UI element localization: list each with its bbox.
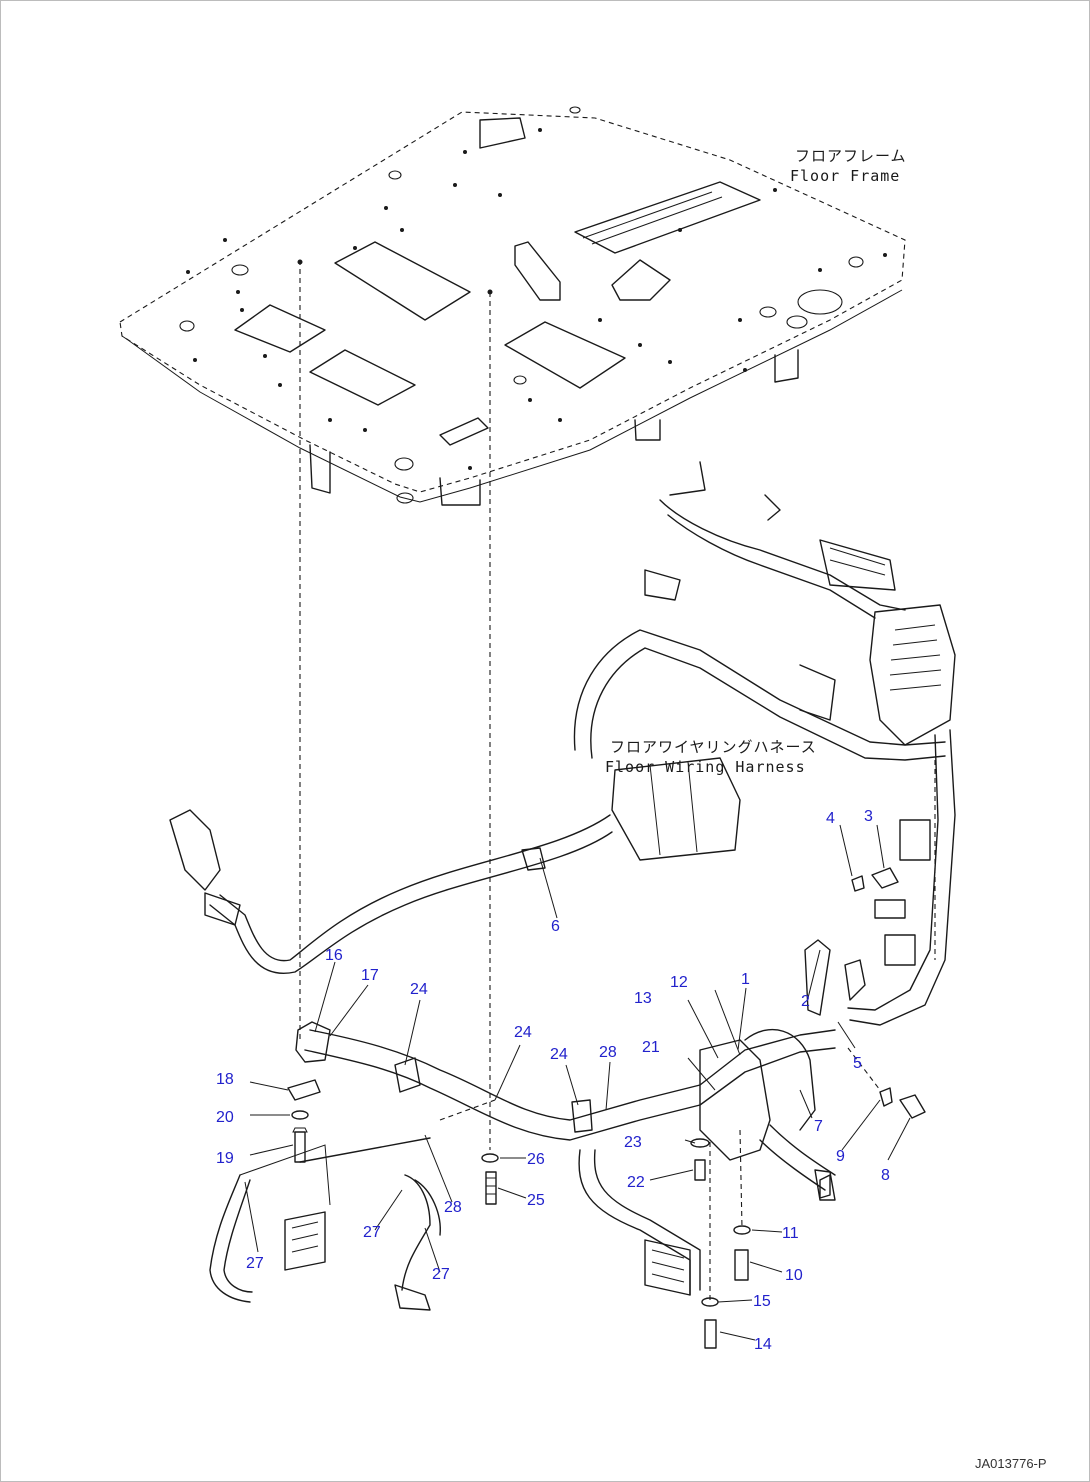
callout-numbers: 1 2 3 4 5 6 7 8 9 10 11 12 13 14 15 16 1… <box>216 808 890 1353</box>
callout-28[interactable]: 28 <box>599 1044 617 1061</box>
callout-7[interactable]: 7 <box>814 1118 823 1135</box>
callout-27[interactable]: 27 <box>246 1255 264 1272</box>
callout-27[interactable]: 27 <box>363 1224 381 1241</box>
callout-9[interactable]: 9 <box>836 1148 845 1165</box>
callout-26[interactable]: 26 <box>527 1151 545 1168</box>
callout-17[interactable]: 17 <box>361 967 379 984</box>
callout-3[interactable]: 3 <box>864 808 873 825</box>
callout-14[interactable]: 14 <box>754 1336 772 1353</box>
floor-frame-en-label: Floor Frame <box>790 167 900 185</box>
callout-25[interactable]: 25 <box>527 1192 545 1209</box>
callout-21[interactable]: 21 <box>642 1039 660 1056</box>
callout-24[interactable]: 24 <box>410 981 428 998</box>
callout-24[interactable]: 24 <box>514 1024 532 1041</box>
callout-18[interactable]: 18 <box>216 1071 234 1088</box>
floor-harness-jp-label: フロアワイヤリングハネース <box>610 738 817 756</box>
callout-15[interactable]: 15 <box>753 1293 771 1310</box>
hardware-drawing <box>287 867 926 1349</box>
callout-23[interactable]: 23 <box>624 1134 642 1151</box>
floor-wiring-harness-drawing <box>169 461 956 1311</box>
floor-harness-en-label: Floor Wiring Harness <box>605 758 806 776</box>
callout-19[interactable]: 19 <box>216 1150 234 1167</box>
callout-28[interactable]: 28 <box>444 1199 462 1216</box>
floor-frame-drawing <box>119 106 906 506</box>
alignment-lines <box>299 260 881 1300</box>
callout-4[interactable]: 4 <box>826 810 835 827</box>
callout-22[interactable]: 22 <box>627 1174 645 1191</box>
callout-16[interactable]: 16 <box>325 947 343 964</box>
callout-5[interactable]: 5 <box>853 1055 862 1072</box>
callout-6[interactable]: 6 <box>551 918 560 935</box>
callout-11[interactable]: 11 <box>782 1225 799 1242</box>
leader-lines <box>244 824 911 1341</box>
callout-2[interactable]: 2 <box>801 993 810 1010</box>
drawing-number: JA013776-P <box>975 1456 1047 1471</box>
callout-20[interactable]: 20 <box>216 1109 234 1126</box>
callout-27[interactable]: 27 <box>432 1266 450 1283</box>
callout-8[interactable]: 8 <box>881 1167 890 1184</box>
callout-1[interactable]: 1 <box>741 971 750 988</box>
callout-24[interactable]: 24 <box>550 1046 568 1063</box>
floor-frame-jp-label: フロアフレーム <box>795 147 907 165</box>
callout-10[interactable]: 10 <box>785 1267 803 1284</box>
callout-13[interactable]: 13 <box>634 990 652 1007</box>
callout-12[interactable]: 12 <box>670 974 688 991</box>
